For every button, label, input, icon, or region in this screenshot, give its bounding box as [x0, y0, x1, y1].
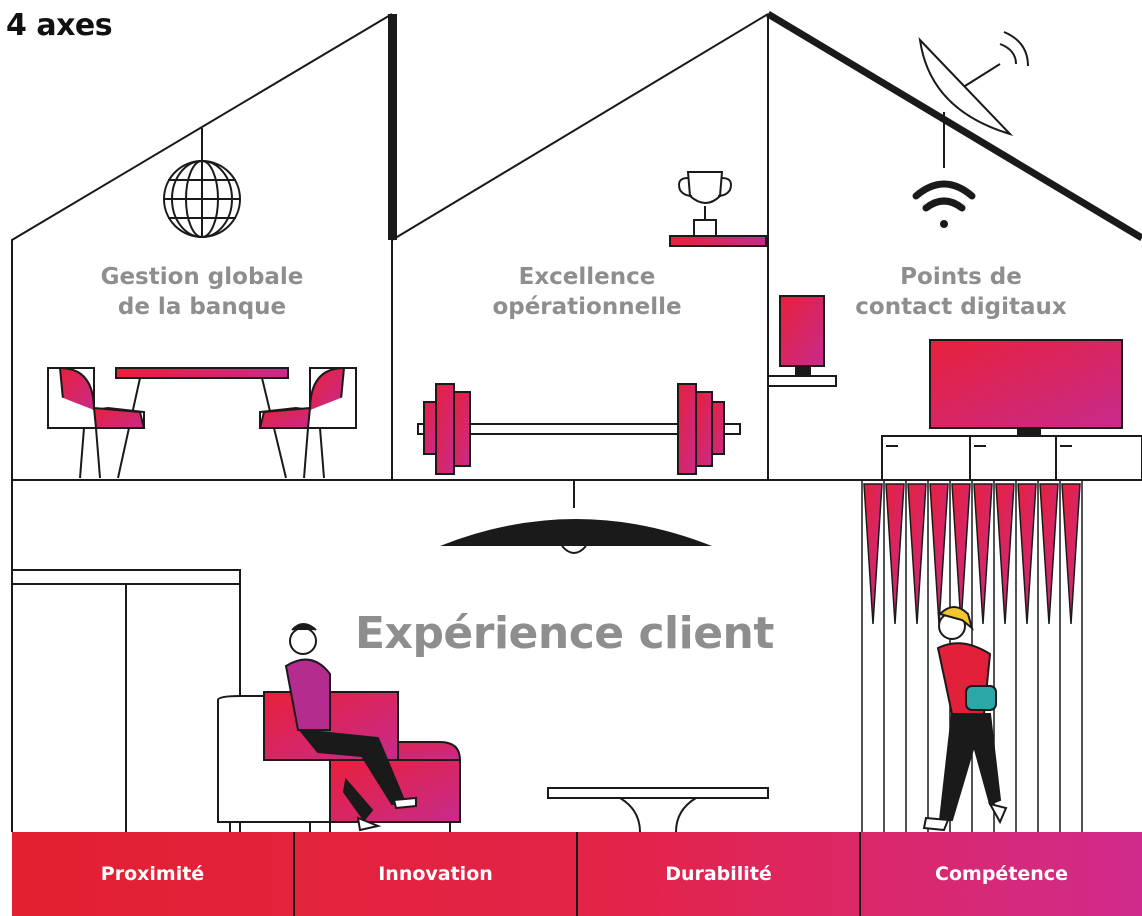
room-label-digital-line1: Points de [900, 264, 1022, 290]
chair-left-icon [47, 366, 146, 479]
pillar-innovation: Innovation [293, 832, 576, 916]
room-label-excellence: Excellence opérationnelle [478, 262, 696, 322]
pillar-competence: Compétence [859, 832, 1142, 916]
room-label-excellence-line2: opérationnelle [492, 294, 682, 320]
right-roof [766, 10, 1142, 242]
wardrobe [11, 569, 241, 832]
wifi-icon [912, 180, 976, 228]
room-label-gestion-line1: Gestion globale [100, 264, 304, 290]
room-label-digital: Points de contact digitaux [846, 262, 1076, 322]
monitor-icon [767, 295, 837, 387]
coffee-table-icon [547, 787, 769, 833]
chair-right-icon [258, 366, 357, 479]
trophy-shelf [669, 235, 767, 247]
room-label-gestion-line2: de la banque [117, 294, 287, 320]
room-label-excellence-line1: Excellence [518, 264, 656, 290]
room-label-digital-line2: contact digitaux [855, 294, 1067, 320]
trophy-icon [678, 171, 732, 237]
page-title: 4 axes [6, 8, 113, 43]
globe-lamp-icon [163, 128, 241, 238]
pillars-bar: Proximité Innovation Durabilité Compéten… [12, 832, 1142, 916]
tv-icon [929, 339, 1123, 437]
walking-woman-icon [922, 606, 1008, 832]
seated-man-icon [284, 623, 417, 832]
barbell-icon [417, 383, 741, 475]
pillar-durabilite: Durabilité [576, 832, 859, 916]
experience-client-label: Expérience client [355, 608, 774, 659]
curtain [861, 480, 1083, 832]
room-label-gestion: Gestion globale de la banque [96, 262, 308, 322]
tv-cabinet [881, 435, 1142, 481]
chimney-wall [388, 14, 397, 240]
pendant-lamp-icon [440, 480, 712, 554]
pillar-proximite: Proximité [100, 863, 205, 885]
sofa-icon [217, 691, 462, 832]
satellite-dish-icon [918, 31, 1029, 168]
